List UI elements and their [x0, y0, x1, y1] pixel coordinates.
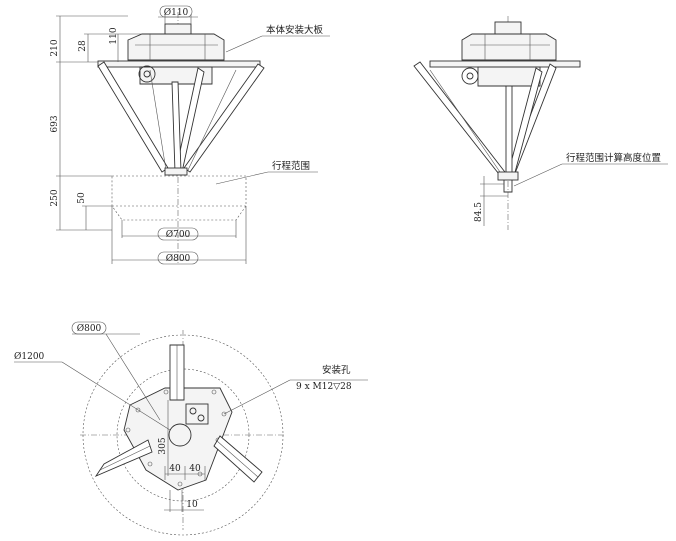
motor-square [185, 403, 209, 425]
label-mounting-plate: 本体安装大板 [266, 24, 324, 36]
front-left-joint [138, 65, 156, 83]
dim-40-right: 40 [189, 464, 201, 474]
dim-40-left: 40 [169, 464, 181, 474]
center-hole [168, 423, 192, 447]
dim-305: 305 [158, 437, 168, 454]
dim-top-diameter: Ø110 [164, 7, 189, 18]
label-calc-height: 行程范围计算高度位置 [566, 152, 661, 164]
base-plate [123, 387, 233, 491]
dim-height-total: 210 [50, 39, 60, 56]
arm-right [213, 435, 263, 483]
label-workspace: 行程范围 [272, 160, 310, 172]
workspace-boundary [111, 175, 247, 221]
top-view: Ø800 Ø1200 安装孔 9 x M12▽28 305 40 40 10 [14, 321, 368, 536]
dim-height-plate: 28 [78, 40, 88, 52]
dim-workspace-outer-dia: Ø800 [166, 253, 191, 264]
arm-left [94, 439, 153, 478]
dim-arm-height: 693 [50, 115, 60, 132]
front-end-effector [164, 167, 188, 176]
dim-workspace-inner-dia: Ø700 [166, 229, 191, 240]
label-hole-spec: 9 x M12▽28 [296, 382, 352, 392]
dim-workspace-height: 250 [50, 189, 60, 206]
dim-top-dia-1200: Ø1200 [14, 351, 45, 362]
dim-side-offset: 84.5 [474, 202, 484, 222]
front-view: Ø110 210 693 250 28 110 50 Ø700 Ø800 本体安… [50, 5, 330, 265]
side-view: 84.5 行程范围计算高度位置 [413, 16, 668, 230]
dim-top-dia-800: Ø800 [77, 323, 102, 334]
label-mounting-holes: 安装孔 [322, 364, 351, 376]
dim-10: 10 [186, 500, 198, 510]
front-motor-housing [127, 33, 225, 61]
front-mounting-plate [97, 60, 261, 68]
dim-workspace-inner: 50 [77, 192, 87, 204]
dim-height-base: 110 [109, 27, 119, 44]
